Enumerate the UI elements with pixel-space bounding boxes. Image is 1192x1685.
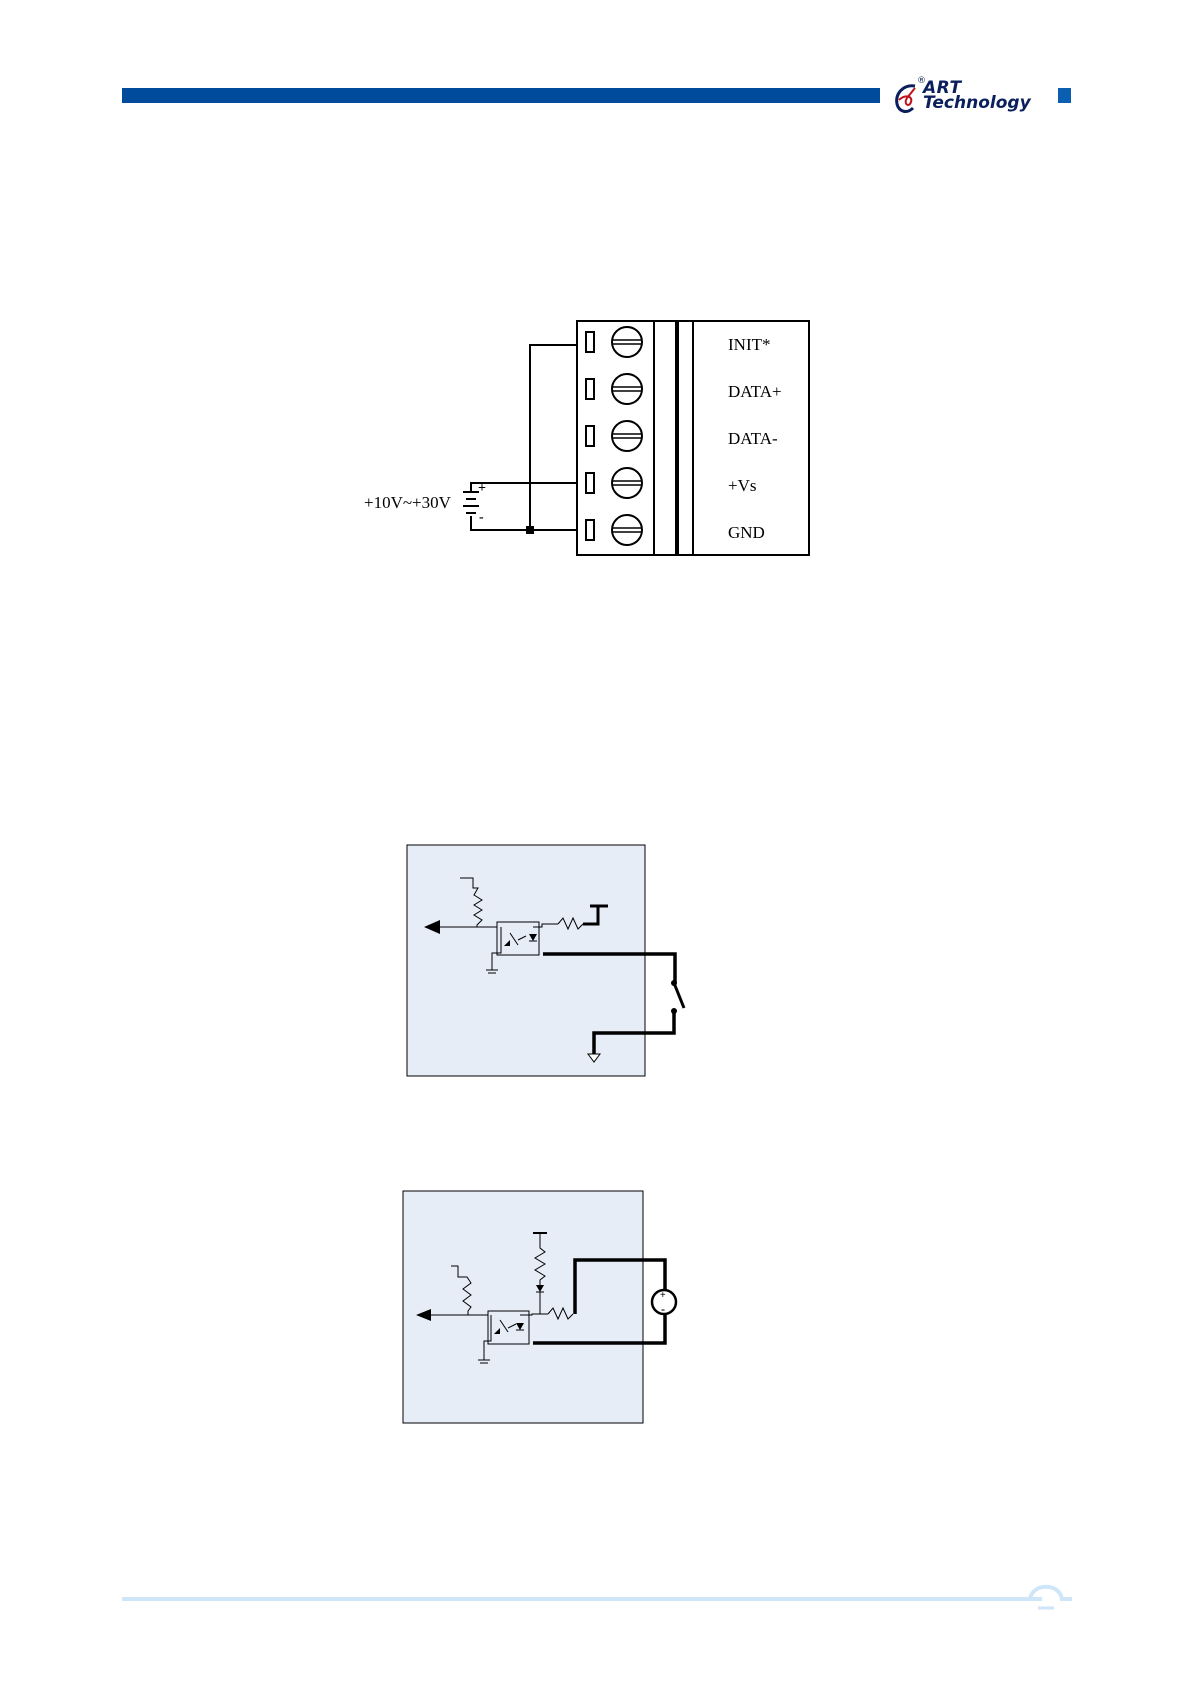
init-to-gnd-wire [530, 345, 577, 530]
brand-name-line2: Technology [923, 93, 1031, 113]
pin-label-gnd: GND [728, 523, 765, 542]
supply-voltage-label: +10V~+30V [364, 493, 452, 512]
pin-socket-icon [586, 473, 594, 493]
battery-icon [463, 492, 479, 513]
source-plus-sign: + [660, 1290, 666, 1301]
terminal-wiring-diagram: INIT* DATA+ DATA- +Vs GND + - +10V~+30V [350, 310, 820, 570]
pin-socket-icon [586, 520, 594, 540]
screw-icon [612, 327, 642, 357]
pin-label-vs: +Vs [728, 476, 756, 495]
footer-line [122, 1597, 1042, 1601]
screw-icon [612, 374, 642, 404]
header-square [1058, 88, 1071, 103]
battery-plus-sign: + [478, 481, 486, 496]
brand-logo: ® ART Technology [893, 78, 1043, 118]
pin-label-init: INIT* [728, 335, 770, 354]
pin-socket-icon [586, 379, 594, 399]
screw-icon [612, 421, 642, 451]
header-bar [122, 88, 880, 103]
board-panel [407, 845, 645, 1076]
junction-dot [526, 526, 534, 534]
battery-minus-sign: - [479, 510, 484, 525]
board-panel [403, 1191, 643, 1423]
footer-page-marker-icon [1020, 1570, 1080, 1610]
vs-wire [471, 483, 577, 492]
pin-socket-icon [586, 332, 594, 352]
screw-icon [612, 468, 642, 498]
wet-contact-diagram: + - [400, 1190, 700, 1430]
gnd-wire [471, 516, 577, 530]
switch-icon [674, 983, 684, 1008]
dry-contact-diagram [400, 840, 700, 1080]
art-logo-icon [893, 82, 923, 116]
source-minus-sign: - [661, 1302, 665, 1316]
screw-icon [612, 515, 642, 545]
pin-socket-icon [586, 426, 594, 446]
pin-label-data-plus: DATA+ [728, 382, 782, 401]
pin-label-data-minus: DATA- [728, 429, 778, 448]
